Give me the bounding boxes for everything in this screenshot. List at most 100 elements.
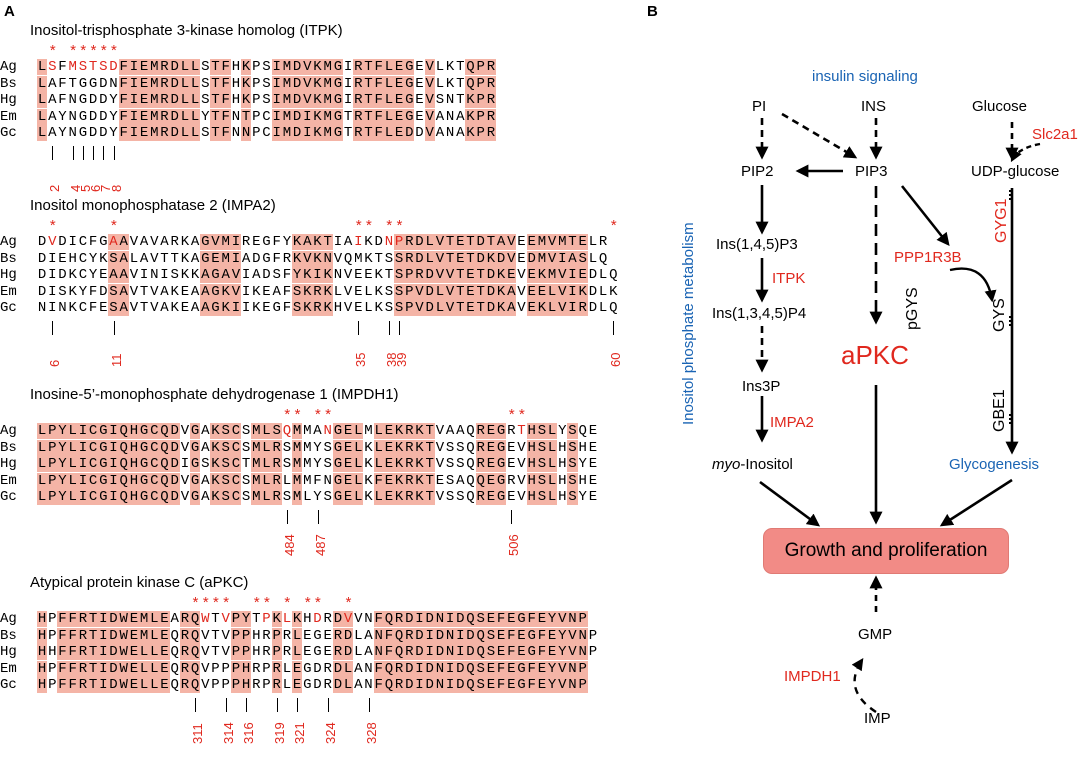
residue: M xyxy=(322,75,333,92)
residue: N xyxy=(384,234,394,250)
residue: W xyxy=(118,627,129,644)
residue: V xyxy=(150,234,159,250)
residue: E xyxy=(354,283,363,300)
residue: S xyxy=(201,59,210,75)
star-mark: * xyxy=(323,408,333,425)
residue: N xyxy=(68,125,77,141)
residue: R xyxy=(262,627,271,644)
residue: I xyxy=(271,108,282,125)
residue: Q xyxy=(598,250,608,267)
residue: M xyxy=(281,92,292,108)
residue: P xyxy=(588,644,598,660)
residue: C xyxy=(262,108,271,125)
residue: S xyxy=(323,489,332,505)
residue: I xyxy=(445,677,456,693)
residue: T xyxy=(88,59,98,75)
residue: I xyxy=(230,234,241,250)
node-pgys: pGYS xyxy=(904,287,921,330)
residue: E xyxy=(262,283,271,300)
residue: L xyxy=(37,472,48,489)
residue: D xyxy=(169,439,180,456)
residue: L xyxy=(547,439,558,456)
residue: F xyxy=(118,92,129,108)
residue: F xyxy=(88,234,98,250)
residue: K xyxy=(445,75,455,92)
residue: M xyxy=(322,125,333,141)
residue: K xyxy=(68,300,77,316)
star-mark: * xyxy=(364,219,374,236)
residue: S xyxy=(536,472,547,489)
residue: I xyxy=(108,472,119,489)
residue: I xyxy=(567,283,578,300)
residue: R xyxy=(475,489,486,505)
residue: L xyxy=(598,300,608,316)
residue: V xyxy=(517,283,526,300)
residue: K xyxy=(170,283,179,300)
residue: K xyxy=(292,250,303,267)
residue: M xyxy=(251,439,262,456)
residue: I xyxy=(160,267,169,283)
residue: I xyxy=(77,472,88,489)
residue: I xyxy=(271,125,282,141)
residue: K xyxy=(322,267,333,283)
residue: Q xyxy=(170,660,179,677)
residue: D xyxy=(292,92,303,108)
residue: E xyxy=(394,125,405,141)
residue: M xyxy=(149,75,160,92)
residue: K xyxy=(364,250,373,267)
residue: D xyxy=(169,92,180,108)
residue: R xyxy=(271,456,282,472)
residue: I xyxy=(271,59,282,75)
residue: E xyxy=(516,627,527,644)
residue: R xyxy=(404,234,415,250)
residue: G xyxy=(200,250,211,267)
residue: Q xyxy=(118,423,129,439)
residue: N xyxy=(373,627,384,644)
residue: P xyxy=(588,627,598,644)
residue: F xyxy=(57,627,68,644)
residue: L xyxy=(179,92,190,108)
residue: M xyxy=(220,250,231,267)
residue: I xyxy=(128,75,139,92)
residue: N xyxy=(364,677,373,693)
growth-proliferation-box: Growth and proliferation xyxy=(763,528,1009,574)
residue: V xyxy=(343,611,354,627)
residue: Q xyxy=(383,660,394,677)
residue: G xyxy=(98,423,109,439)
residue: Q xyxy=(466,456,475,472)
residue: Y xyxy=(547,660,558,677)
residue: F xyxy=(272,250,281,267)
residue: E xyxy=(588,472,598,489)
species-label: Ag xyxy=(0,423,17,439)
residue: G xyxy=(98,439,109,456)
residue: K xyxy=(364,472,373,489)
residue: G xyxy=(78,125,88,141)
residue: D xyxy=(37,267,47,283)
residue: A xyxy=(435,108,445,125)
residue: D xyxy=(313,660,322,677)
residue: D xyxy=(414,234,425,250)
residue: G xyxy=(496,489,507,505)
residue: I xyxy=(48,300,57,316)
residue: V xyxy=(180,472,190,489)
residue: D xyxy=(108,627,119,644)
residue: L xyxy=(37,423,48,439)
residue: Q xyxy=(159,472,170,489)
residue: D xyxy=(465,644,476,660)
residue: R xyxy=(598,234,608,250)
residue: S xyxy=(282,456,292,472)
residue: L xyxy=(353,456,364,472)
residue: I xyxy=(108,423,119,439)
star-mark: * xyxy=(262,596,272,613)
residue: K xyxy=(322,283,333,300)
residue: P xyxy=(48,660,57,677)
residue: L xyxy=(547,300,558,316)
panel-b-label: B xyxy=(647,3,658,20)
residue: F xyxy=(220,92,231,108)
residue: R xyxy=(271,472,282,489)
residue: N xyxy=(577,644,588,660)
star-mark: * xyxy=(303,596,313,613)
residue: F xyxy=(67,611,78,627)
residue: L xyxy=(547,423,558,439)
residue: E xyxy=(507,456,516,472)
